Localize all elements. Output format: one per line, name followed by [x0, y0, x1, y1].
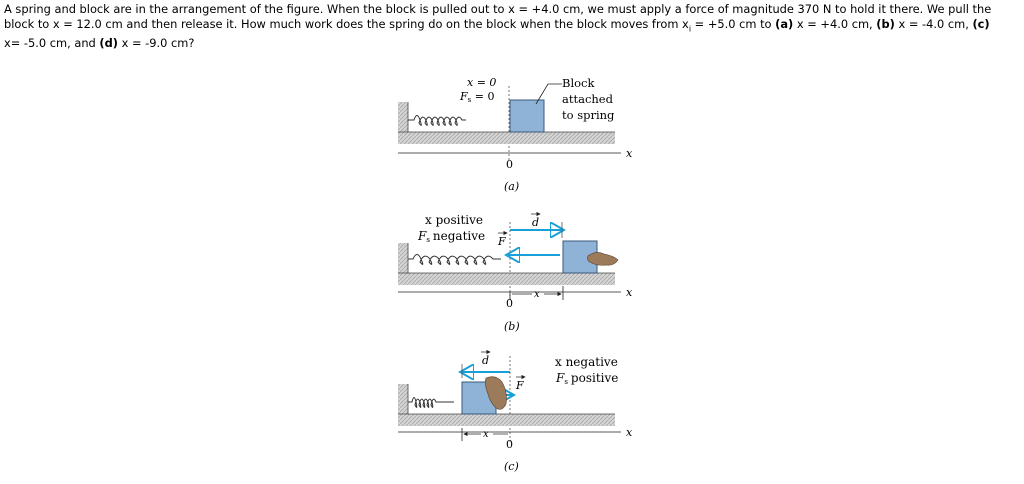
panel-a: x = 0 Fs = 0 Block attached to spring x … [398, 76, 633, 193]
block-label-1: Block [562, 76, 595, 90]
panel-a-x-eq: x = 0 [467, 76, 496, 89]
panel-c-x-negative: x negative [555, 355, 618, 369]
svg-text:x: x [626, 286, 633, 299]
panel-c-caption: (c) [504, 460, 519, 473]
block-label-3: to spring [562, 108, 615, 122]
panel-c-x-marker: x [483, 429, 489, 440]
svg-text:0: 0 [506, 438, 513, 451]
panel-a-axis-label: x [626, 147, 633, 160]
panel-c-hand [485, 376, 507, 410]
panel-a-fs-eq: Fs = 0 [459, 90, 494, 104]
svg-text:F: F [497, 235, 506, 248]
svg-text:0: 0 [506, 297, 513, 310]
svg-text:x: x [626, 426, 633, 439]
svg-text:F: F [515, 379, 524, 392]
panel-a-caption: (a) [504, 180, 519, 193]
panel-b-spring [408, 254, 501, 265]
panel-b-x-marker: x [534, 289, 540, 300]
panel-b-x-positive: x positive [425, 213, 483, 227]
panel-b-hand [587, 252, 619, 266]
panel-a-spring [408, 115, 466, 126]
panel-a-ground [398, 132, 615, 144]
panel-a-wall [398, 102, 408, 132]
panel-a-origin: 0 [506, 158, 513, 171]
block-label-2: attached [562, 92, 614, 106]
panel-b-d-label: d [532, 216, 539, 229]
panel-c-d-label: d [482, 354, 489, 367]
problem-statement: A spring and block are in the arrangemen… [4, 2, 992, 51]
panel-a-leader [535, 83, 562, 105]
panel-b-ground [398, 273, 615, 285]
panel-c-spring [408, 397, 454, 408]
panel-b-caption: (b) [504, 320, 520, 333]
panel-c-ground [398, 414, 615, 426]
panel-a-block [509, 99, 545, 133]
